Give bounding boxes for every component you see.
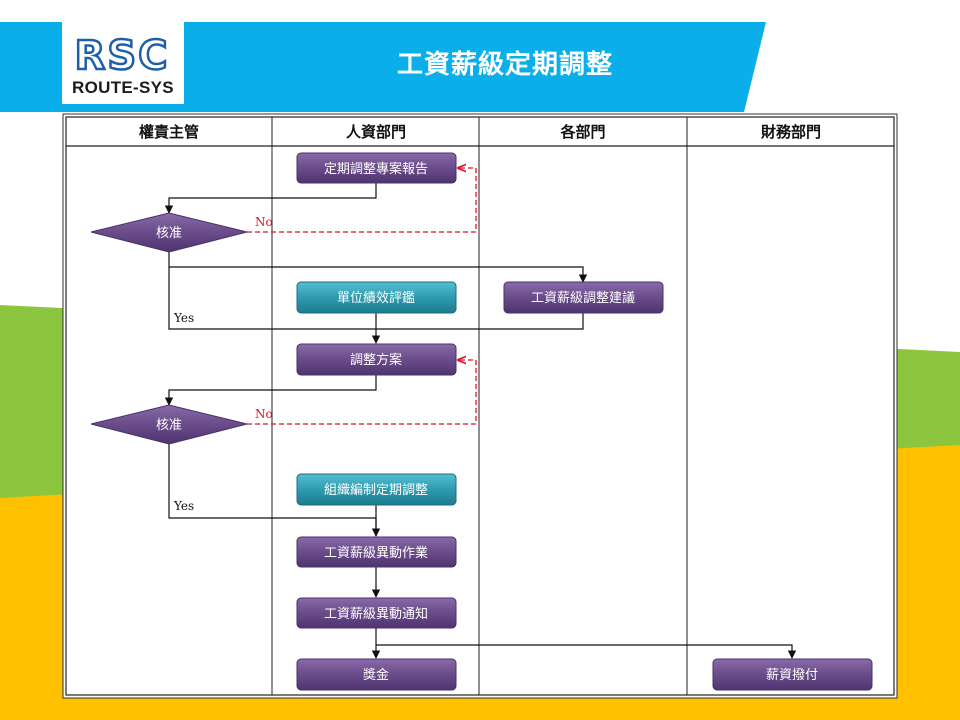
node-plan: 調整方案 xyxy=(296,343,457,376)
rejection-connectors xyxy=(247,168,477,425)
lane-header-finance: 財務部門 xyxy=(760,123,821,141)
node-plan-label: 調整方案 xyxy=(350,352,402,368)
swimlane-table xyxy=(62,113,898,699)
decision-approve-1-label: 核准 xyxy=(156,226,182,241)
node-report-label: 定期調整專案報告 xyxy=(324,162,428,177)
edge-approve1-yes xyxy=(168,267,381,344)
node-org-adjust-label: 組織編制定期調整 xyxy=(324,482,428,498)
svg-text:RSC: RSC xyxy=(75,33,170,76)
page-title: 工資薪級定期調整 xyxy=(396,50,613,80)
node-dept-suggest: 工資薪級調整建議 xyxy=(503,281,664,314)
edge-approve2-no xyxy=(247,360,477,425)
label-no-2: No xyxy=(255,407,273,421)
node-org-adjust: 組織編制定期調整 xyxy=(296,473,457,506)
header-bar xyxy=(0,22,766,112)
node-unit-eval: 單位績效評鑑 xyxy=(296,281,457,314)
node-report: 定期調整專案報告 xyxy=(296,152,457,184)
label-no-1: No xyxy=(255,215,273,229)
node-dept-suggest-label: 工資薪級調整建議 xyxy=(531,291,635,306)
logo: RSC ROUTE-SYS xyxy=(62,22,184,104)
edge-notice-to-payment xyxy=(376,644,797,659)
node-change-notice-label: 工資薪級異動通知 xyxy=(324,606,428,622)
node-unit-eval-label: 單位績效評鑑 xyxy=(337,290,415,306)
node-payment-label: 薪資撥付 xyxy=(766,668,818,683)
edge-report-to-approve1 xyxy=(164,183,377,214)
edge-approve1-to-suggest xyxy=(168,252,588,283)
flow-connectors xyxy=(164,183,797,659)
node-bonus-label: 獎金 xyxy=(363,667,389,683)
lane-header-manager: 權責主管 xyxy=(139,123,199,141)
node-bonus: 獎金 xyxy=(296,658,457,691)
decision-approve-2-label: 核准 xyxy=(156,418,182,433)
decision-approve-1: 核准 xyxy=(90,212,248,253)
rsc-logo-mark: RSC xyxy=(66,32,178,76)
lane-header-hr: 人資部門 xyxy=(346,123,406,141)
decision-approve-2: 核准 xyxy=(90,404,248,445)
edge-suggest-to-plan xyxy=(376,313,584,330)
label-yes-2: Yes xyxy=(173,499,194,513)
node-payment: 薪資撥付 xyxy=(712,658,873,691)
edge-approve1-no xyxy=(247,168,477,233)
node-change-op: 工資薪級異動作業 xyxy=(296,536,457,568)
node-change-notice: 工資薪級異動通知 xyxy=(296,597,457,629)
lane-header-departments: 各部門 xyxy=(559,123,605,141)
edge-plan-to-approve2 xyxy=(164,375,377,406)
label-yes-1: Yes xyxy=(173,311,194,325)
logo-text: ROUTE-SYS xyxy=(72,78,174,97)
node-change-op-label: 工資薪級異動作業 xyxy=(324,545,428,561)
